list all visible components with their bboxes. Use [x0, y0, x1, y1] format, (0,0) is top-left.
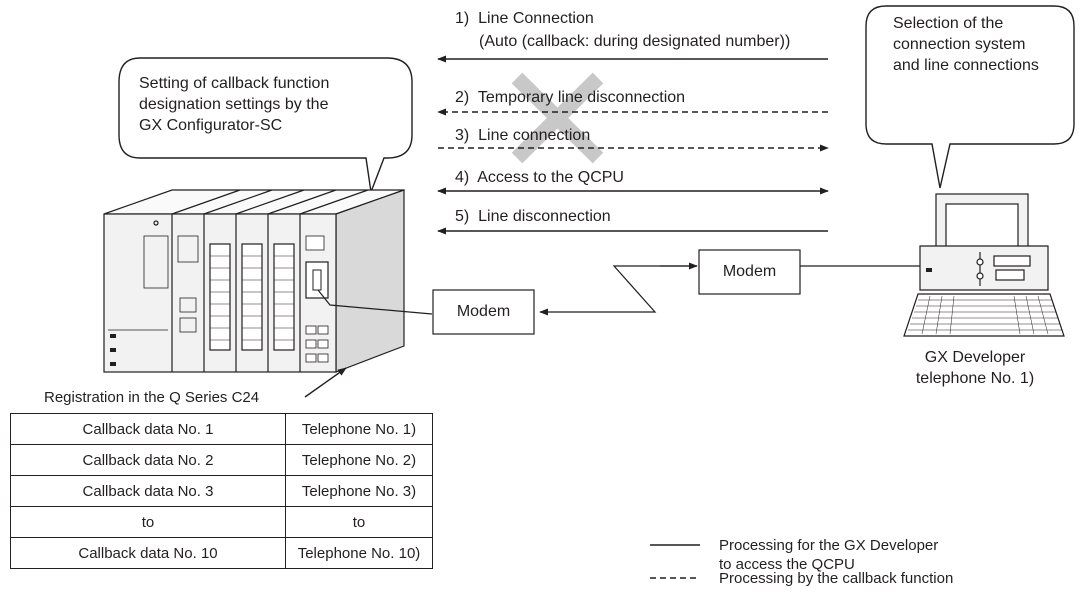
pc-caption-line: telephone No. 1) — [915, 370, 1035, 387]
callback-data-cell: Callback data No. 3 — [10, 475, 286, 507]
step-3-text: Line connection — [478, 127, 591, 144]
right-bubble-text: Selection of the connection system and l… — [893, 13, 1039, 76]
legend-solid-line-text: to access the QCPU — [719, 556, 855, 573]
step-1-subtext: (Auto (callback: during designated numbe… — [479, 33, 791, 50]
step-5-text: Line disconnection — [478, 208, 611, 225]
step-3-number: 3) — [455, 127, 470, 144]
step-1-label: 1) Line Connection — [455, 9, 594, 29]
table-row: Callback data No. 2 Telephone No. 2) — [10, 444, 433, 476]
plc-modem-cable — [317, 289, 433, 315]
registration-title: Registration in the Q Series C24 — [44, 389, 260, 406]
left-modem-label: Modem — [456, 303, 511, 320]
pc-caption-line: GX Developer — [924, 349, 1026, 366]
legend-dashed-text: Processing by the callback function — [719, 570, 954, 587]
right-bubble-line: connection system — [893, 36, 1026, 53]
personal-computer — [903, 193, 1065, 337]
step-1-number: 1) — [455, 10, 470, 27]
step-5-label: 5) Line disconnection — [455, 207, 611, 227]
step-4-text: Access to the QCPU — [477, 169, 624, 186]
step-3-label: 3) Line connection — [455, 126, 590, 146]
telephone-cell: to — [285, 506, 433, 538]
step-2-label: 2) Temporary line disconnection — [455, 88, 685, 108]
registration-pointer — [304, 367, 347, 398]
cancel-cross — [511, 72, 604, 164]
step-1-text: Line Connection — [478, 10, 594, 27]
registration-table: Callback data No. 1 Telephone No. 1) Cal… — [10, 413, 433, 569]
table-row: to to — [10, 506, 433, 538]
telephone-cell: Telephone No. 10) — [285, 537, 433, 569]
left-bubble-line: designation settings by the — [139, 96, 329, 113]
right-modem-label: Modem — [722, 263, 777, 280]
step-4-number: 4) — [455, 169, 470, 186]
telephone-cell: Telephone No. 2) — [285, 444, 433, 476]
table-row: Callback data No. 10 Telephone No. 10) — [10, 537, 433, 569]
callback-data-cell: Callback data No. 2 — [10, 444, 286, 476]
right-bubble-line: and line connections — [893, 57, 1039, 74]
step-2-number: 2) — [455, 89, 470, 106]
telephone-cell: Telephone No. 1) — [285, 413, 433, 445]
telephone-line — [539, 265, 697, 316]
right-modem-box — [698, 249, 801, 295]
right-bubble-line: Selection of the — [893, 15, 1004, 32]
step-4-label: 4) Access to the QCPU — [455, 168, 624, 188]
left-bubble-line: Setting of callback function — [139, 75, 330, 92]
step-5-number: 5) — [455, 208, 470, 225]
left-bubble-text: Setting of callback function designation… — [139, 73, 329, 136]
callback-data-cell: Callback data No. 1 — [10, 413, 286, 445]
right-speech-bubble — [865, 5, 1075, 189]
pc-caption: GX Developer telephone No. 1) — [900, 347, 1050, 389]
callback-data-cell: Callback data No. 10 — [10, 537, 286, 569]
step-2-text: Temporary line disconnection — [477, 89, 686, 106]
legend-solid-line-text: Processing for the GX Developer — [719, 537, 939, 554]
table-row: Callback data No. 3 Telephone No. 3) — [10, 475, 433, 507]
left-modem-box — [432, 289, 535, 335]
table-row: Callback data No. 1 Telephone No. 1) — [10, 413, 433, 445]
legend-solid-text: Processing for the GX Developer to acces… — [719, 536, 938, 574]
telephone-cell: Telephone No. 3) — [285, 475, 433, 507]
callback-data-cell: to — [10, 506, 286, 538]
left-speech-bubble — [118, 57, 413, 195]
plc-rack — [103, 189, 405, 373]
left-bubble-line: GX Configurator-SC — [139, 117, 283, 134]
